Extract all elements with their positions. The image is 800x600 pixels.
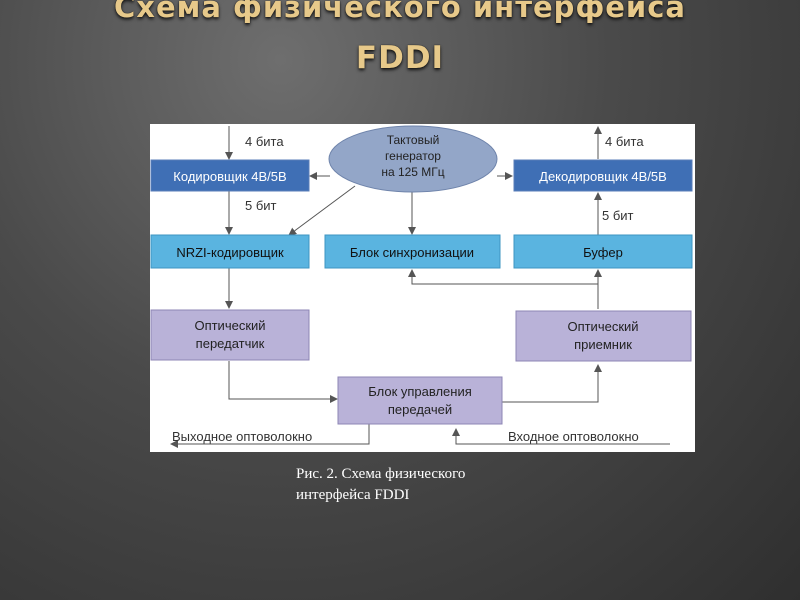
tx-control-line2: передачей	[388, 402, 452, 417]
tx-to-control-arrow	[228, 361, 338, 403]
buffer-label: Буфер	[583, 245, 623, 260]
clock-line3: на 125 МГц	[381, 165, 444, 179]
encoder-block	[150, 159, 310, 192]
label-4bits-left: 4 бита	[245, 134, 284, 149]
tx-control-line1: Блок управления	[368, 384, 472, 399]
encoder-label: Кодировщик 4B/5B	[173, 169, 286, 184]
nrzi-block	[150, 234, 310, 269]
figure-caption: Рис. 2. Схема физического интерфейса FDD…	[296, 464, 556, 506]
rx-to-sync-arrow	[408, 269, 598, 285]
clock-line2: генератор	[385, 149, 441, 163]
optical-tx-line1: Оптический	[194, 318, 265, 333]
decoder-block	[513, 159, 693, 192]
optical-rx-line1: Оптический	[567, 319, 638, 334]
slide-title-line1: Схема физического интерфейса	[114, 0, 686, 24]
fddi-diagram: Кодировщик 4B/5B Декодировщик 4B/5B Такт…	[150, 124, 695, 452]
input-fiber-arrow	[452, 428, 670, 445]
optical-tx-line2: передатчик	[196, 336, 265, 351]
label-4bits-right: 4 бита	[605, 134, 644, 149]
control-to-rx-arrow	[502, 364, 602, 403]
sync-label: Блок синхронизации	[350, 245, 474, 260]
optical-rx-line2: приемник	[574, 337, 632, 352]
optical-tx-block	[150, 309, 310, 361]
output-fiber-label: Выходное оптоволокно	[172, 429, 312, 444]
decoder-label: Декодировщик 4B/5B	[539, 169, 667, 184]
output-fiber-arrow	[170, 424, 370, 448]
optical-rx-block	[515, 310, 692, 362]
slide-title-line2: FDDI	[355, 40, 445, 76]
input-fiber-label: Входное оптоволокно	[508, 429, 639, 444]
tx-control-block	[337, 376, 503, 425]
label-5bits-right: 5 бит	[602, 208, 634, 223]
buffer-block	[513, 234, 693, 269]
clock-line1: Тактовый	[387, 133, 440, 147]
caption-line2: интерфейса FDDI	[296, 487, 410, 503]
clock-generator	[328, 125, 498, 193]
clock-to-nrzi-arrow	[288, 185, 356, 236]
label-5bits-left: 5 бит	[245, 198, 277, 213]
caption-line1: Рис. 2. Схема физического	[296, 466, 466, 482]
sync-block	[324, 234, 501, 269]
nrzi-label: NRZI-кодировщик	[176, 245, 284, 260]
connectors	[170, 126, 670, 448]
